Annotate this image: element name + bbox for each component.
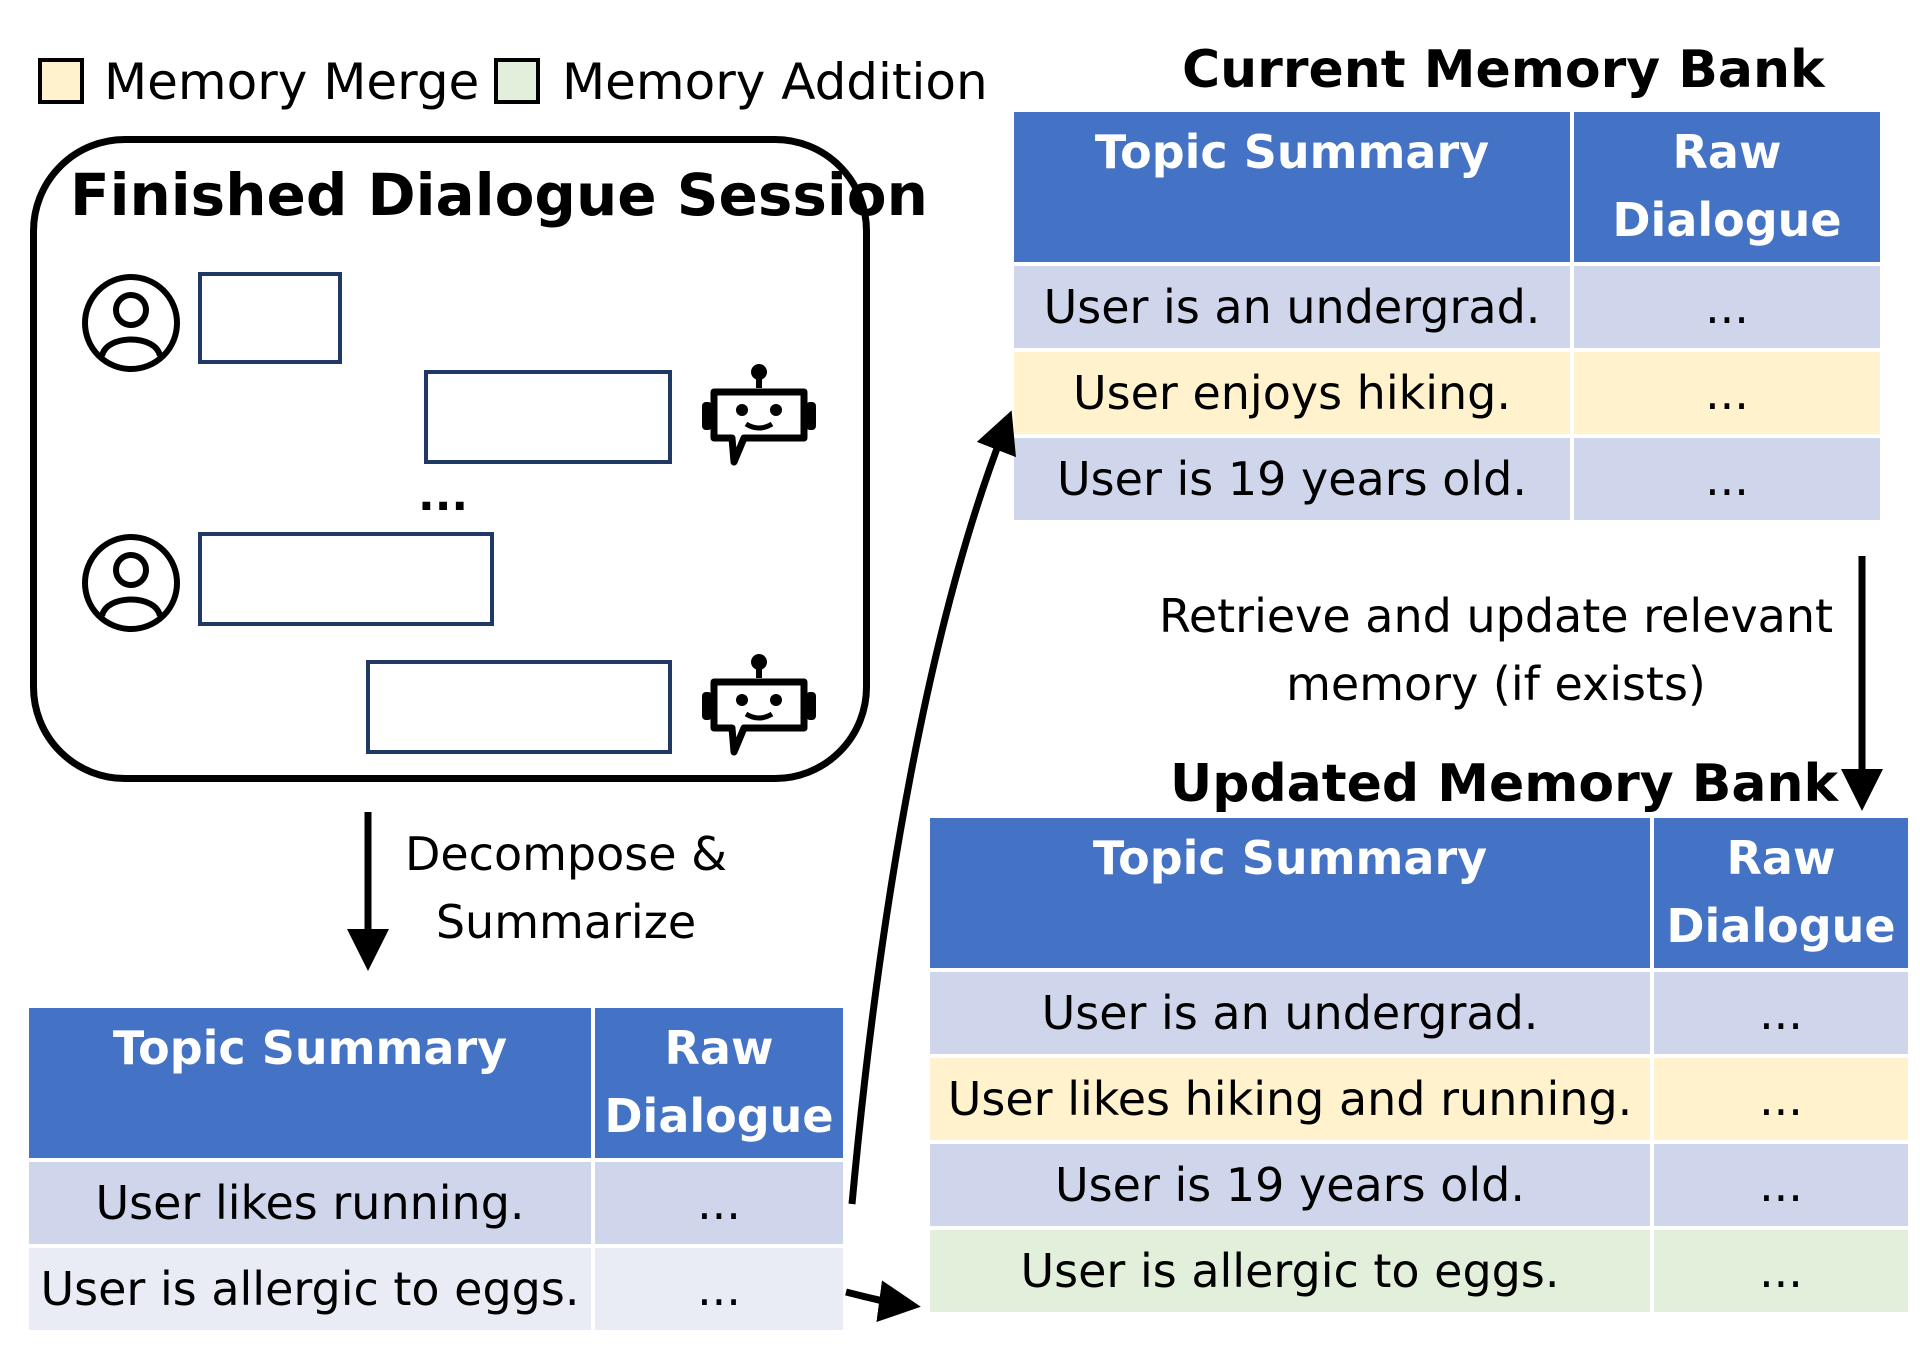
current-memory-bank-table: Topic Summary Raw Dialogue User is an un…	[1010, 108, 1884, 524]
merge-arrow	[848, 410, 1016, 1205]
table-row: User enjoys hiking. ...	[1014, 352, 1880, 434]
decompose-label: Decompose & Summarize	[396, 820, 736, 956]
current-bank-title: Current Memory Bank	[1182, 40, 1825, 100]
topic-cell: User is allergic to eggs.	[29, 1248, 591, 1330]
table-row: User likes hiking and running. ...	[930, 1058, 1908, 1140]
topic-cell: User is an undergrad.	[1014, 266, 1570, 348]
robot-icon	[702, 364, 816, 466]
user-message-bubble	[198, 532, 494, 626]
raw-dialogue-header: Raw Dialogue	[1574, 112, 1880, 262]
more-messages-ellipsis: ...	[418, 470, 469, 521]
decompose-line1: Decompose &	[404, 827, 728, 881]
raw-cell: ...	[1654, 1144, 1908, 1226]
raw-header-line2: Dialogue	[1612, 193, 1842, 247]
decompose-line2: Summarize	[435, 895, 697, 949]
user-message-bubble	[198, 272, 342, 364]
updated-bank-title: Updated Memory Bank	[1170, 754, 1839, 814]
table-row: User is 19 years old. ...	[930, 1144, 1908, 1226]
updated-memory-bank-table: Topic Summary Raw Dialogue User is an un…	[926, 814, 1912, 1316]
addition-arrow	[845, 1280, 921, 1323]
table-row: User is an undergrad. ...	[1014, 266, 1880, 348]
table-row: User likes running. ...	[29, 1162, 843, 1244]
table-row: User is allergic to eggs. ...	[930, 1230, 1908, 1312]
raw-header-line1: Raw	[1726, 831, 1836, 885]
raw-header-line1: Raw	[664, 1021, 774, 1075]
bot-message-bubble	[424, 370, 672, 464]
robot-icon	[702, 654, 816, 756]
topic-cell: User is an undergrad.	[930, 972, 1650, 1054]
raw-cell: ...	[1654, 972, 1908, 1054]
retrieve-line2: memory (if exists)	[1286, 657, 1706, 711]
retrieve-line1: Retrieve and update relevant	[1158, 589, 1834, 643]
legend-addition-label: Memory Addition	[562, 53, 988, 111]
table-row: User is allergic to eggs. ...	[29, 1248, 843, 1330]
raw-cell: ...	[1574, 438, 1880, 520]
legend-addition-swatch	[494, 58, 540, 104]
raw-cell: ...	[1654, 1058, 1908, 1140]
topic-cell: User likes hiking and running.	[930, 1058, 1650, 1140]
topic-summary-header: Topic Summary	[1014, 112, 1570, 262]
legend-merge-label: Memory Merge	[104, 53, 480, 111]
retrieve-label: Retrieve and update relevant memory (if …	[1136, 582, 1856, 718]
topic-cell: User likes running.	[29, 1162, 591, 1244]
raw-dialogue-header: Raw Dialogue	[1654, 818, 1908, 968]
table-row: User is 19 years old. ...	[1014, 438, 1880, 520]
topic-summary-header: Topic Summary	[29, 1008, 591, 1158]
dialogue-session-panel	[30, 136, 870, 782]
raw-cell: ...	[595, 1248, 843, 1330]
raw-header-line1: Raw	[1672, 125, 1782, 179]
user-icon	[82, 274, 180, 372]
session-title: Finished Dialogue Session	[70, 161, 928, 229]
topic-cell: User is 19 years old.	[930, 1144, 1650, 1226]
raw-cell: ...	[1654, 1230, 1908, 1312]
new-summary-table: Topic Summary Raw Dialogue User likes ru…	[25, 1004, 847, 1334]
topic-cell: User enjoys hiking.	[1014, 352, 1570, 434]
topic-cell: User is allergic to eggs.	[930, 1230, 1650, 1312]
legend-merge-swatch	[38, 58, 84, 104]
topic-cell: User is 19 years old.	[1014, 438, 1570, 520]
raw-header-line2: Dialogue	[604, 1089, 834, 1143]
topic-summary-header: Topic Summary	[930, 818, 1650, 968]
raw-cell: ...	[1574, 266, 1880, 348]
table-row: User is an undergrad. ...	[930, 972, 1908, 1054]
raw-cell: ...	[595, 1162, 843, 1244]
raw-cell: ...	[1574, 352, 1880, 434]
raw-dialogue-header: Raw Dialogue	[595, 1008, 843, 1158]
user-icon	[82, 534, 180, 632]
raw-header-line2: Dialogue	[1666, 899, 1896, 953]
bot-message-bubble	[366, 660, 672, 754]
